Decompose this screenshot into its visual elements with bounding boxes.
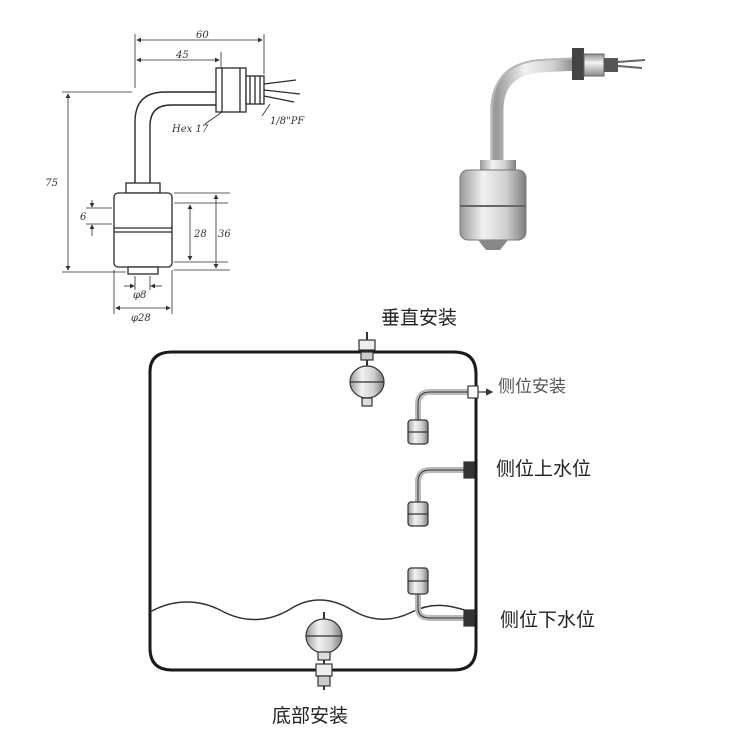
side-mount-switch bbox=[407, 385, 494, 445]
dim-label-float-inner: 28 bbox=[193, 229, 207, 240]
dim-label-thread: 1/8"PF bbox=[270, 116, 305, 127]
product-photo bbox=[459, 48, 646, 250]
label-vertical-mount: 垂直安装 bbox=[381, 307, 457, 329]
label-side-mount: 侧位安装 bbox=[498, 377, 566, 397]
vertical-mount-switch bbox=[349, 332, 385, 407]
dim-label-top-inner: 45 bbox=[175, 50, 189, 61]
dim-label-stem-dia: φ8 bbox=[133, 290, 146, 301]
label-bottom-mount: 底部安装 bbox=[272, 705, 348, 727]
side-lower-switch bbox=[407, 567, 475, 627]
tank bbox=[148, 350, 478, 672]
dimension-drawing bbox=[62, 34, 301, 314]
dim-label-top-total: 60 bbox=[196, 30, 209, 41]
dim-label-height-total: 75 bbox=[45, 178, 58, 189]
dim-label-float-dia: φ28 bbox=[131, 313, 151, 324]
dim-label-small: 6 bbox=[80, 212, 87, 223]
label-side-lower: 侧位下水位 bbox=[500, 609, 595, 631]
dim-label-float-outer: 36 bbox=[218, 229, 231, 240]
side-upper-switch bbox=[407, 461, 475, 527]
label-side-upper: 侧位上水位 bbox=[496, 458, 591, 480]
bottom-mount-switch bbox=[305, 612, 343, 690]
dim-label-hex: Hex 17 bbox=[171, 124, 209, 135]
